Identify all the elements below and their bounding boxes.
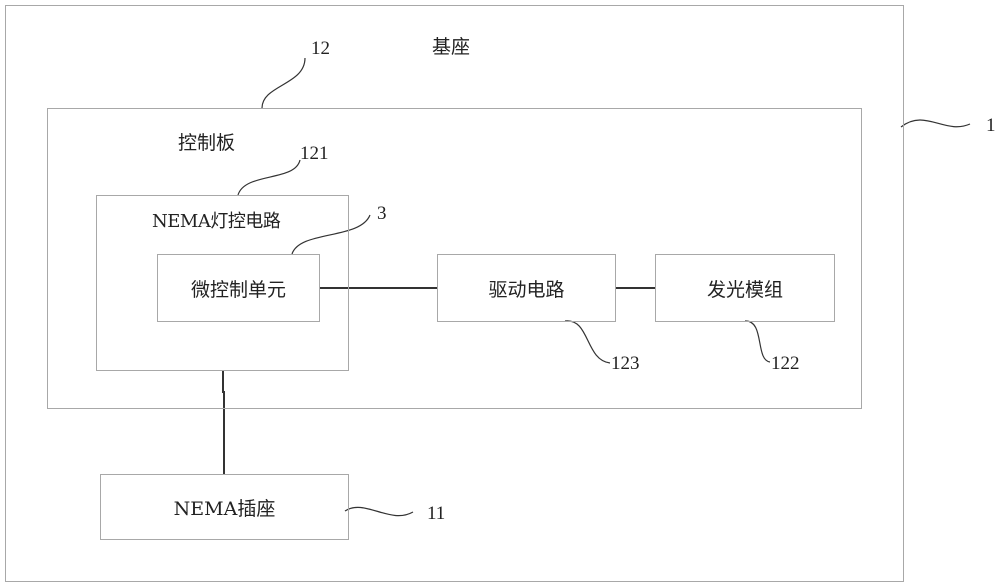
leader-121 xyxy=(237,159,301,196)
nema-lamp-circuit-ref: 121 xyxy=(300,143,329,164)
wire-circuit-socket xyxy=(222,370,225,474)
leader-1 xyxy=(900,119,971,128)
light-module-ref: 122 xyxy=(771,353,800,374)
nema-socket-ref: 11 xyxy=(427,503,446,524)
control-board-label: 控制板 xyxy=(178,132,236,154)
driver-circuit-label: 驱动电路 xyxy=(488,278,565,301)
base-ref: 1 xyxy=(986,115,996,136)
control-board-box xyxy=(47,108,862,409)
leader-12 xyxy=(261,57,306,109)
nema-lamp-circuit-box xyxy=(96,195,349,371)
base-label: 基座 xyxy=(432,36,471,58)
driver-circuit-box: 驱动电路 xyxy=(437,254,616,322)
nema-socket-box: NEMA插座 xyxy=(100,474,349,540)
nema-socket-label: NEMA插座 xyxy=(173,497,276,520)
mcu-ref: 3 xyxy=(377,203,387,224)
leader-3 xyxy=(291,214,371,255)
driver-circuit-ref: 123 xyxy=(611,353,640,374)
nema-lamp-circuit-label: NEMA灯控电路 xyxy=(152,211,281,232)
light-module-box: 发光模组 xyxy=(655,254,835,322)
light-module-label: 发光模组 xyxy=(706,278,783,301)
mcu-box: 微控制单元 xyxy=(157,254,320,322)
mcu-label: 微控制单元 xyxy=(190,278,286,301)
control-board-ref: 12 xyxy=(311,38,330,59)
leader-11 xyxy=(344,506,414,517)
base-box xyxy=(5,5,904,582)
